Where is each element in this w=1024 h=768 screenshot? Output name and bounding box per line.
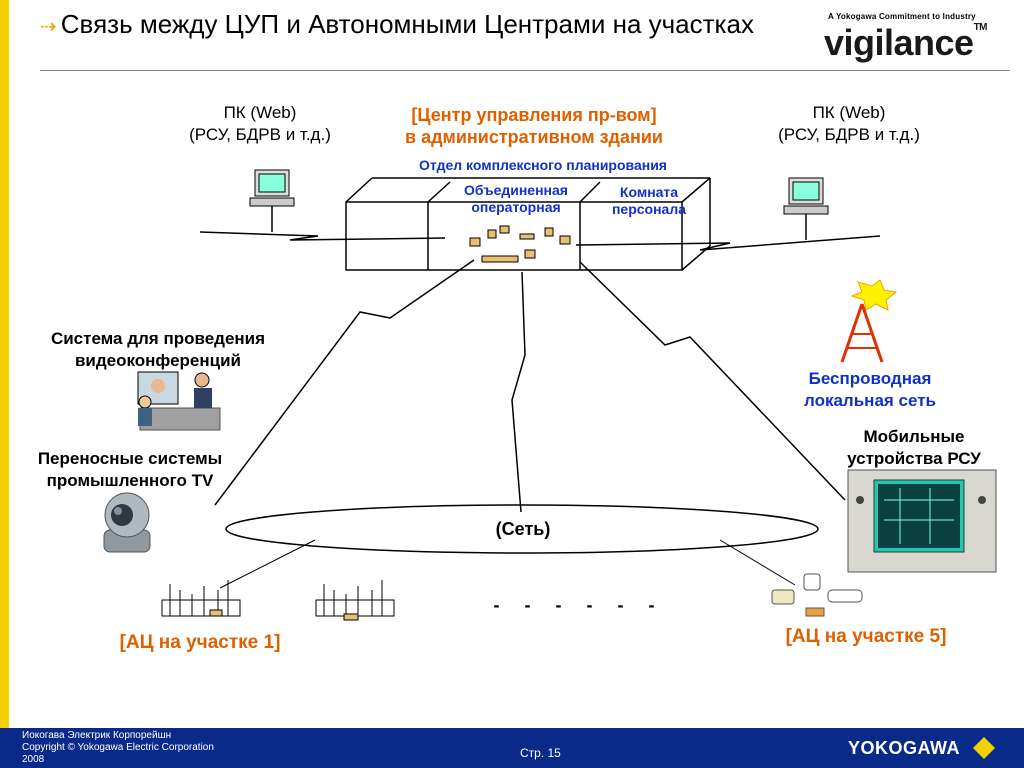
portable-tv-label: Переносные системы промышленного TV [37, 449, 223, 490]
operator-consoles-icon [469, 225, 571, 263]
pc-left-label: ПК (Web) (РСУ, БДРВ и т.д.) [189, 103, 331, 144]
page-title: ⇢Связь между ЦУП и Автономными Центрами … [40, 9, 754, 39]
footer-bar [0, 728, 1024, 768]
site-5-label: [АЦ на участке 5] [785, 626, 947, 647]
logo-tagline: A Yokogawa Commitment to Industry [828, 12, 976, 21]
united-operator-label: Объединенная операторная [464, 182, 568, 215]
staff-room-label: Комната персонала [611, 184, 687, 217]
footer-copyright: Иокогава Электрик Корпорейшн Copyright ©… [22, 730, 214, 765]
mobile-device-icon [847, 469, 997, 573]
pc-right-icon [783, 177, 829, 215]
left-accent-bar [0, 0, 9, 728]
mobile-devices-label: Мобильные устройства РСУ [847, 427, 981, 468]
wireless-lan-label: Беспроводная локальная сеть [804, 369, 936, 410]
vigilance-logo: vigilanceTM [824, 22, 988, 63]
tanks-site-5-icon [771, 573, 863, 617]
control-center-label: [Центр управления пр-вом] в администрати… [405, 105, 663, 147]
videoconf-label: Система для проведения видеоконференций [50, 329, 266, 370]
network-ellipse [225, 504, 819, 554]
network-label: (Сеть) [495, 519, 551, 539]
videoconference-icon [137, 371, 221, 431]
site-links [219, 539, 796, 589]
more-sites-dashes: - - - - - - [493, 595, 655, 615]
lightning-links [199, 206, 881, 513]
yokogawa-logo: YOKOGAWA [848, 738, 961, 758]
pc-right-label: ПК (Web) (РСУ, БДРВ и т.д.) [778, 103, 920, 144]
plant-site-1-icon [161, 580, 241, 617]
planning-dept-label: Отдел комплексного планирования [419, 157, 667, 173]
arrow-bullet-icon: ⇢ [40, 16, 57, 38]
building-box [345, 177, 711, 271]
yokogawa-diamond-icon [973, 737, 995, 759]
site-1-label: [АЦ на участке 1] [119, 632, 281, 653]
page-number: Стр. 15 [520, 746, 561, 760]
plant-site-2-icon [315, 580, 395, 621]
pc-left-icon [249, 169, 295, 207]
wireless-tower-icon [840, 279, 898, 363]
camera-icon [103, 492, 151, 553]
title-divider [40, 70, 1010, 71]
